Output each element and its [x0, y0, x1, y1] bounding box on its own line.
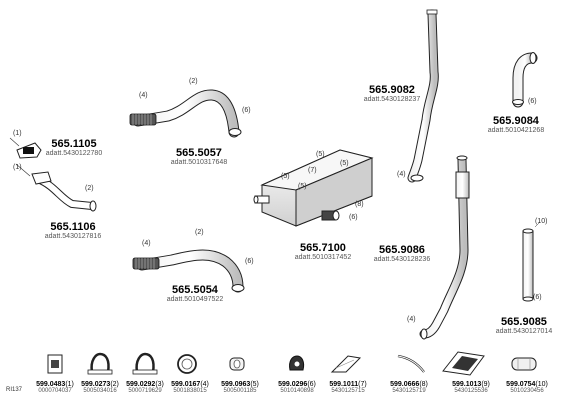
part-number: 565.7100	[300, 242, 346, 254]
accessory-number: 599.0754(10)	[506, 381, 548, 388]
part-number: 565.1105	[51, 138, 97, 150]
accessory-number: 599.0292(3)	[126, 381, 164, 388]
part-oe-number: adatt.5010421268	[487, 127, 545, 134]
part-oe-number: adatt.5010497522	[166, 296, 224, 303]
position-marker: (4)	[407, 316, 416, 323]
part-oe-number: adatt.5430127014	[495, 328, 553, 335]
position-marker: (4)	[142, 240, 151, 247]
part-label-565-9082: 565.9082 adatt.5430128237	[356, 84, 428, 104]
accessory-item: 599.0167(4) 5001838015	[165, 381, 215, 394]
accessory-number: 599.0167(4)	[171, 381, 209, 388]
accessory-number: 599.0273(2)	[81, 381, 119, 388]
part-number: 565.1106	[50, 221, 96, 233]
accessory-2-drawing	[87, 352, 113, 375]
part-label-565-1105: 565.1105 adatt.5430122780	[41, 138, 107, 158]
accessory-oe-number: 5430125715	[331, 388, 365, 394]
accessory-8-drawing	[397, 354, 425, 373]
position-marker: (5)	[281, 173, 290, 180]
accessory-6-drawing	[289, 355, 305, 371]
part-label-565-5054: 565.5054 adatt.5010497522	[159, 284, 231, 304]
part-label-565-9086: 565.9086 adatt.5430128236	[366, 244, 438, 264]
accessory-item: 599.1013(9) 5430125536	[446, 381, 496, 394]
position-marker: (6)	[349, 214, 358, 221]
part-oe-number: adatt.5010317452	[294, 254, 352, 261]
position-marker: (5)	[340, 160, 349, 167]
accessory-item: 599.0273(2) 5005034016	[75, 381, 125, 394]
part-oe-number: adatt.5430127816	[44, 233, 102, 240]
part-number: 565.9082	[369, 84, 415, 96]
accessory-oe-number: 5430125719	[392, 388, 426, 394]
part-label-565-9084: 565.9084 adatt.5010421268	[480, 115, 552, 135]
accessory-oe-number: 5005001185	[223, 388, 257, 394]
part-oe-number: adatt.5430128237	[363, 96, 421, 103]
position-marker: (6)	[528, 98, 537, 105]
part-565-1106-drawing	[15, 163, 97, 212]
accessory-5-drawing	[229, 357, 245, 371]
part-565-7100-drawing	[253, 149, 374, 227]
accessory-oe-number: 5000719629	[128, 388, 162, 394]
accessory-number: 599.1011(7)	[329, 381, 367, 388]
position-marker: (6)	[533, 294, 542, 301]
accessory-item: 599.1011(7) 5430125715	[323, 381, 373, 394]
part-565-9086-drawing	[419, 155, 470, 340]
accessory-item: 599.0963(5) 5005001185	[215, 381, 265, 394]
part-number: 565.9085	[501, 316, 547, 328]
position-marker: (6)	[245, 258, 254, 265]
accessory-9-drawing	[442, 351, 485, 376]
part-label-565-7100: 565.7100 adatt.5010317452	[287, 242, 359, 262]
position-marker: (8)	[355, 201, 364, 208]
accessory-4-drawing	[177, 354, 197, 374]
part-number: 565.5054	[172, 284, 218, 296]
part-label-565-1106: 565.1106 adatt.5430127816	[37, 221, 109, 241]
accessory-item: 599.0754(10) 5010230456	[500, 381, 554, 394]
part-565-9082-drawing	[407, 9, 439, 183]
part-565-9084-drawing	[512, 52, 538, 108]
position-marker: (4)	[139, 92, 148, 99]
part-number: 565.9084	[493, 115, 539, 127]
accessory-oe-number: 5010140898	[280, 388, 314, 394]
position-marker: (1)	[13, 130, 22, 137]
part-label-565-9085: 565.9085 adatt.5430127014	[488, 316, 560, 336]
position-marker: (5)	[298, 183, 307, 190]
accessory-item: 599.0296(6) 5010140898	[272, 381, 322, 394]
position-marker: (7)	[308, 167, 317, 174]
part-565-5057-drawing	[129, 89, 242, 138]
position-marker: (6)	[242, 107, 251, 114]
part-oe-number: adatt.5430122780	[45, 150, 103, 157]
accessory-item: 599.0292(3) 5000719629	[120, 381, 170, 394]
part-label-565-5057: 565.5057 adatt.5010317648	[163, 147, 235, 167]
accessory-number: 599.0296(6)	[278, 381, 316, 388]
accessory-number: 599.0963(5)	[221, 381, 259, 388]
accessory-item: 599.0666(8) 5430125719	[384, 381, 434, 394]
position-marker: (2)	[85, 185, 94, 192]
accessory-oe-number: 5005034016	[83, 388, 117, 394]
position-marker: (2)	[189, 78, 198, 85]
accessory-10-drawing	[511, 357, 537, 371]
position-marker: (1)	[13, 164, 22, 171]
accessory-item: 599.0483(1) 0000704037	[30, 381, 80, 394]
part-565-5054-drawing	[132, 249, 245, 293]
accessory-oe-number: 5001838015	[173, 388, 207, 394]
accessory-number: 599.0483(1)	[36, 381, 74, 388]
accessory-oe-number: 5430125536	[454, 388, 488, 394]
part-oe-number: adatt.5430128236	[373, 256, 431, 263]
accessory-1-drawing	[47, 354, 63, 374]
accessory-3-drawing	[132, 352, 158, 375]
position-marker: (10)	[535, 218, 548, 225]
accessory-7-drawing	[330, 355, 362, 373]
position-marker: (5)	[316, 151, 325, 158]
accessory-oe-number: 5010230456	[510, 388, 544, 394]
part-number: 565.5057	[176, 147, 222, 159]
accessory-number: 599.0666(8)	[390, 381, 428, 388]
position-marker: (4)	[397, 171, 406, 178]
part-oe-number: adatt.5010317648	[170, 159, 228, 166]
part-565-1105-drawing	[9, 137, 42, 159]
part-565-9085-drawing	[522, 221, 541, 302]
position-marker: (2)	[195, 229, 204, 236]
part-number: 565.9086	[379, 244, 425, 256]
accessory-oe-number: 0000704037	[38, 388, 72, 394]
diagram-code: RI137	[6, 387, 23, 393]
accessory-number: 599.1013(9)	[452, 381, 490, 388]
